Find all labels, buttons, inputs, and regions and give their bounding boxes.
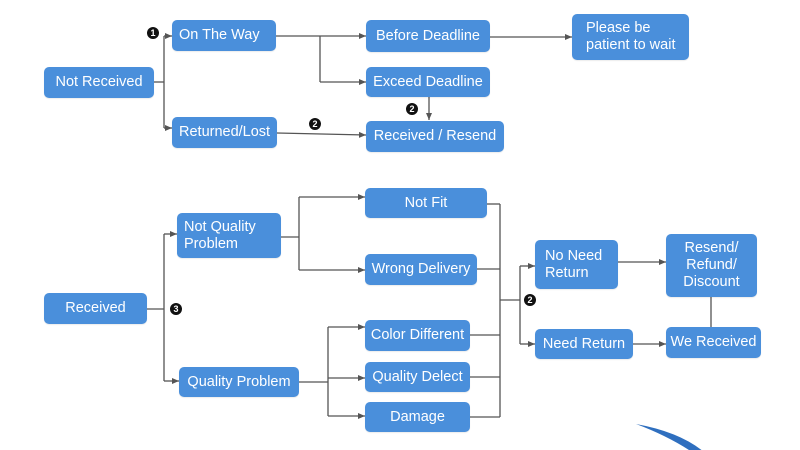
node-damage: Damage [365, 402, 470, 432]
node-color-different: Color Different [365, 320, 470, 351]
node-not-received: Not Received [44, 67, 154, 98]
node-label: Before Deadline [376, 27, 480, 44]
node-label: Exceed Deadline [373, 73, 483, 90]
step-badge-3: 3 [170, 303, 182, 315]
node-quality-delect: Quality Delect [365, 362, 470, 392]
node-label: Quality Problem [187, 373, 291, 390]
node-please-wait: Please be patient to wait [572, 14, 689, 60]
node-label: On The Way [179, 27, 260, 43]
node-label: Please be patient to wait [586, 20, 676, 53]
node-exceed-deadline: Exceed Deadline [366, 67, 490, 97]
node-label: Color Different [370, 327, 465, 343]
node-label: Wrong Delivery [371, 261, 471, 277]
node-we-received: We Received [666, 327, 761, 358]
node-label: Resend/ Refund/ Discount [683, 240, 740, 290]
node-label: Quality Delect [372, 368, 463, 385]
node-label: Not Received [55, 74, 143, 90]
node-label: Received / Resend [373, 128, 497, 144]
step-badge-1: 1 [147, 27, 159, 39]
node-label: We Received [670, 334, 757, 350]
node-received-resend: Received / Resend [366, 121, 504, 152]
node-not-fit: Not Fit [365, 188, 487, 218]
decorative-swoosh [636, 424, 702, 450]
node-label: Not Fit [404, 194, 448, 211]
node-not-quality-problem: Not Quality Problem [177, 213, 281, 258]
node-before-deadline: Before Deadline [366, 20, 490, 52]
node-on-the-way: On The Way [172, 20, 276, 51]
node-label: No Need Return [545, 247, 603, 281]
step-badge-2: 2 [524, 294, 536, 306]
node-received: Received [44, 293, 147, 324]
node-wrong-delivery: Wrong Delivery [365, 254, 477, 285]
node-label: Need Return [542, 335, 626, 352]
node-label: Received [65, 300, 126, 316]
step-badge-2: 2 [309, 118, 321, 130]
node-label: Not Quality Problem [184, 218, 256, 252]
node-need-return: Need Return [535, 329, 633, 359]
node-resend-refund-discount: Resend/ Refund/ Discount [666, 234, 757, 297]
step-badge-2: 2 [406, 103, 418, 115]
node-label: Damage [390, 408, 445, 425]
node-quality-problem: Quality Problem [179, 367, 299, 397]
connector-arrow [276, 131, 367, 138]
node-label: Returned/Lost [179, 124, 271, 140]
node-no-need-return: No Need Return [535, 240, 618, 289]
node-returned-lost: Returned/Lost [172, 117, 277, 148]
